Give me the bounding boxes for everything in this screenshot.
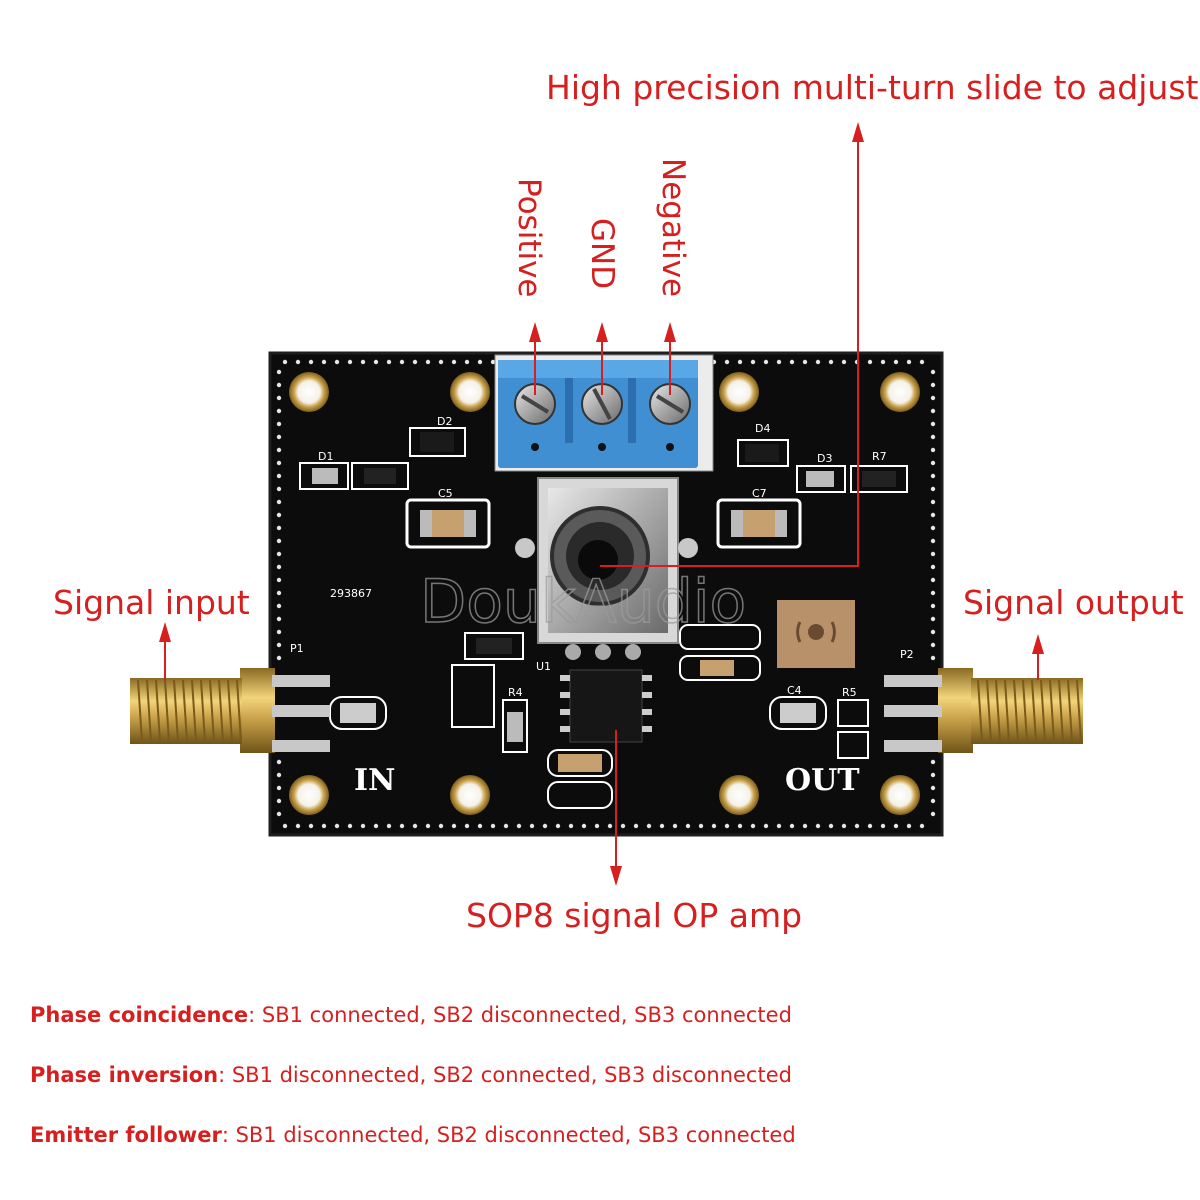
note-phase-inversion: Phase inversion: SB1 disconnected, SB2 c… [30,1063,792,1087]
note-text: : SB1 connected, SB2 disconnected, SB3 c… [248,1003,792,1027]
opamp-ic [560,669,652,743]
note-title: Phase inversion [30,1063,219,1087]
silk-c5: C5 [438,487,453,500]
silk-out: OUT [785,763,860,798]
sma-input-connector [130,668,330,753]
note-text: : SB1 disconnected, SB2 disconnected, SB… [221,1123,796,1147]
silk-p2: P2 [900,648,914,661]
label-opamp: SOP8 signal OP amp [466,896,803,935]
silk-c4: C4 [787,684,802,697]
label-negative: Negative [655,158,691,298]
note-emitter-follower: Emitter follower: SB1 disconnected, SB2 … [30,1123,796,1147]
silk-r7: R7 [872,450,887,463]
note-text: : SB1 disconnected, SB2 connected, SB3 d… [218,1063,792,1087]
silk-d4: D4 [755,422,770,435]
silk-d3: D3 [817,452,832,465]
mounting-holes [289,372,920,815]
potentiometer [515,477,698,660]
terminal-block [494,354,714,472]
label-signal-input: Signal input [53,583,250,622]
silk-in: IN [354,763,395,798]
watermark: DoukAudio [420,567,746,637]
silk-d2: D2 [437,415,452,428]
smd-components [299,427,908,809]
note-phase-coincidence: Phase coincidence: SB1 connected, SB2 di… [30,1003,792,1027]
silk-u1: U1 [536,660,551,673]
via-dots [276,359,936,829]
silk-p1: P1 [290,642,304,655]
capacitor-c7 [716,498,802,549]
label-multi-turn: High precision multi-turn slide to adjus… [546,68,1199,107]
sma-output-connector [884,668,1083,753]
module-logo [777,600,855,668]
silk-c7: C7 [752,487,767,500]
silk-r4: R4 [508,686,523,699]
label-gnd: GND [584,218,620,290]
silk-r5: R5 [842,686,857,699]
note-title: Phase coincidence [30,1003,249,1027]
label-positive: Positive [511,178,547,298]
silk-serial: 293867 [330,587,372,600]
annotation-arrows [159,122,1044,886]
note-title: Emitter follower [30,1123,222,1147]
label-signal-output: Signal output [963,583,1184,622]
capacitor-c5 [405,498,491,549]
silk-d1: D1 [318,450,333,463]
